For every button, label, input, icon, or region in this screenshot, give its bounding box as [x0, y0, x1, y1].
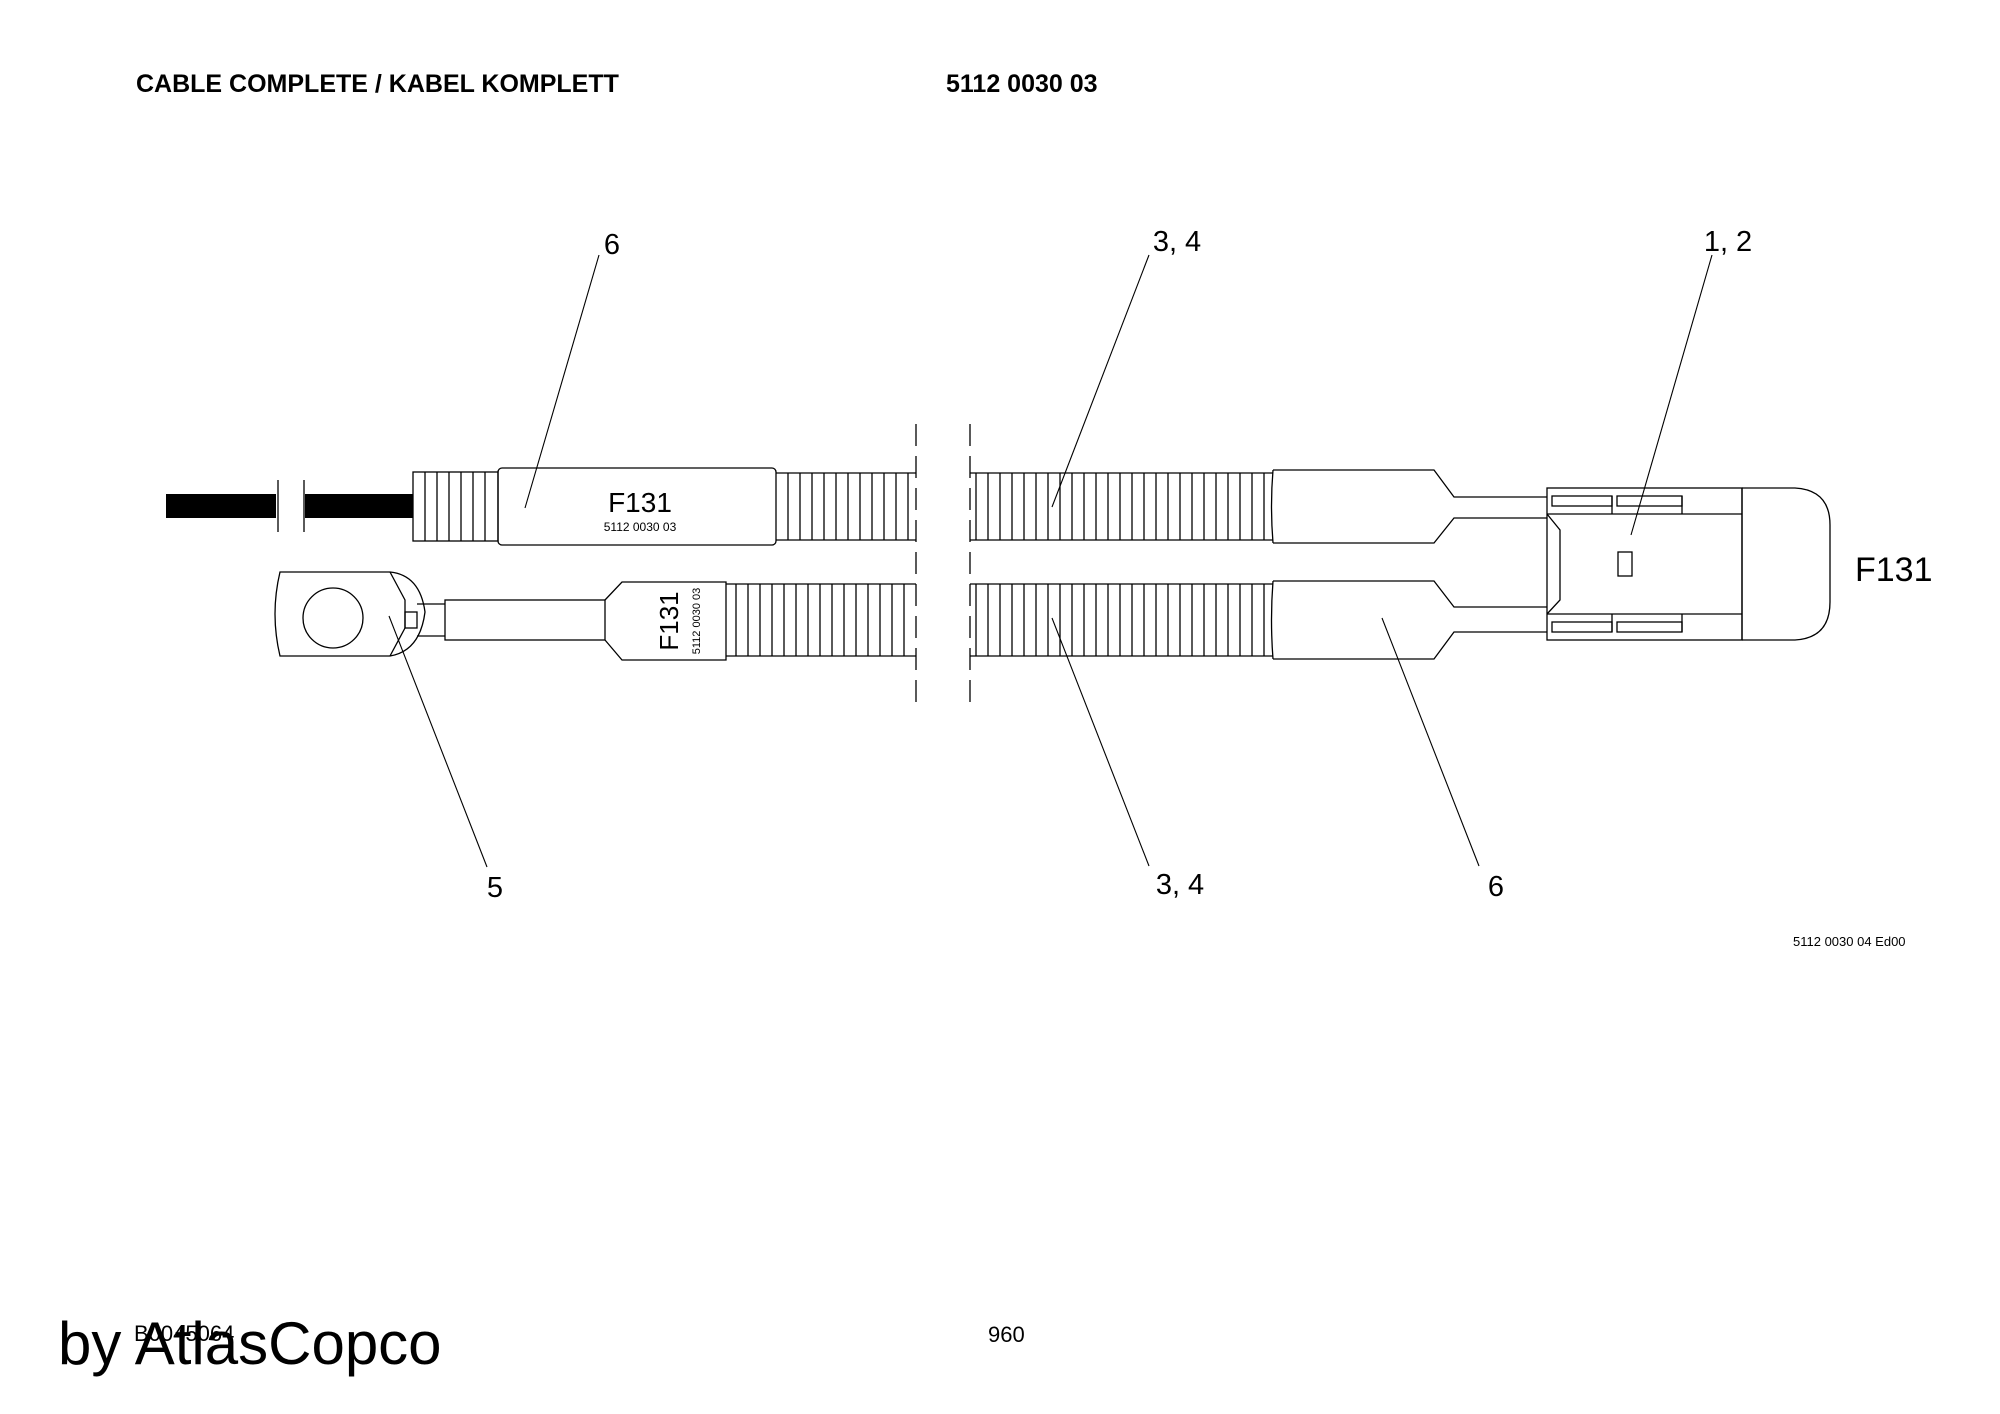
leader-line-34-bottom [1051, 617, 1150, 867]
plug-label: F131 [1855, 551, 1933, 589]
callout-34-top: 3, 4 [1153, 226, 1201, 258]
upper-marker-part: 5112 0030 03 [604, 520, 677, 534]
upper-marker-sleeve [497, 467, 777, 546]
callout-5: 5 [487, 872, 503, 904]
document-code: B0045064 [134, 1321, 235, 1346]
callout-6-top: 6 [604, 229, 620, 261]
lower-marker-sleeve [604, 581, 727, 661]
upper-tube-left [776, 472, 916, 541]
lower-sleeve-taper [1270, 580, 1547, 660]
callout-6-bottom: 6 [1488, 871, 1504, 903]
callout-34-bottom: 3, 4 [1156, 869, 1204, 901]
leader-line-34-top [1051, 254, 1150, 508]
upper-tube-right [970, 472, 1273, 541]
part-number: 5112 0030 03 [946, 70, 1098, 98]
page-title: CABLE COMPLETE / KABEL KOMPLETT [136, 70, 619, 98]
leader-line-6-bottom [1381, 617, 1480, 867]
plug-connector [1546, 487, 1831, 641]
upper-strain-relief [412, 471, 499, 542]
revision-code: 5112 0030 04 Ed00 [1793, 934, 1906, 949]
lower-marker-part: 5112 0030 03 [691, 588, 703, 654]
upper-sleeve-taper [1270, 469, 1547, 544]
upper-wire [166, 480, 413, 532]
lower-tube-left [726, 583, 916, 657]
leader-line-12 [1630, 254, 1713, 536]
leader-line-6-top [524, 254, 600, 509]
upper-marker-label: F131 [608, 487, 672, 518]
leader-line-5 [388, 615, 488, 868]
page-number: 960 [988, 1322, 1025, 1347]
lower-marker-label: F131 [654, 591, 684, 650]
lower-tube-right [970, 583, 1273, 657]
watermark: by AtlasCopco [58, 1310, 442, 1377]
callout-12: 1, 2 [1704, 226, 1752, 258]
ring-terminal [274, 571, 606, 657]
